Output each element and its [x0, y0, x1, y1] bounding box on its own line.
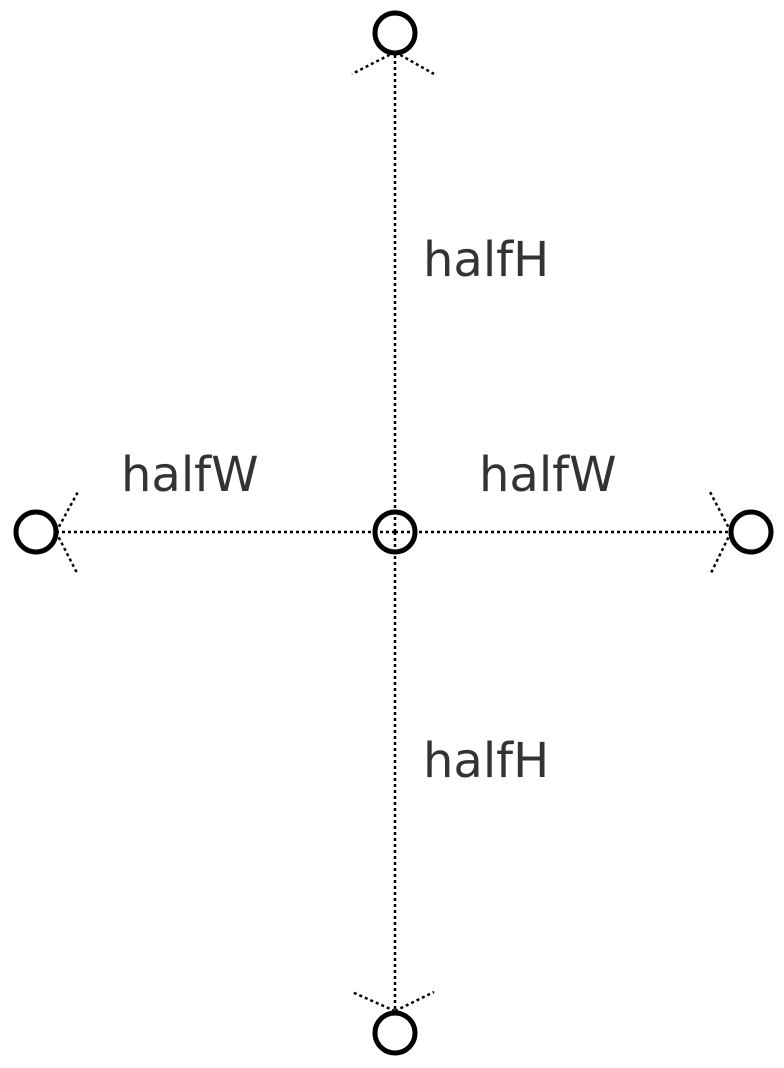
right-node	[728, 509, 774, 555]
top-node	[372, 10, 418, 56]
center-node	[372, 509, 418, 555]
half-height-upper-label: halfH	[423, 232, 549, 288]
bottom-node	[372, 1010, 418, 1056]
half-width-left-label: halfW	[121, 447, 259, 503]
left-node	[13, 509, 59, 555]
arrowhead-right	[707, 489, 733, 574]
arrowhead-top	[351, 50, 435, 76]
arrowhead-left	[54, 489, 81, 574]
arrowhead-bottom	[351, 990, 435, 1013]
half-height-lower-label: halfH	[423, 733, 549, 789]
half-width-right-label: halfW	[479, 447, 617, 503]
